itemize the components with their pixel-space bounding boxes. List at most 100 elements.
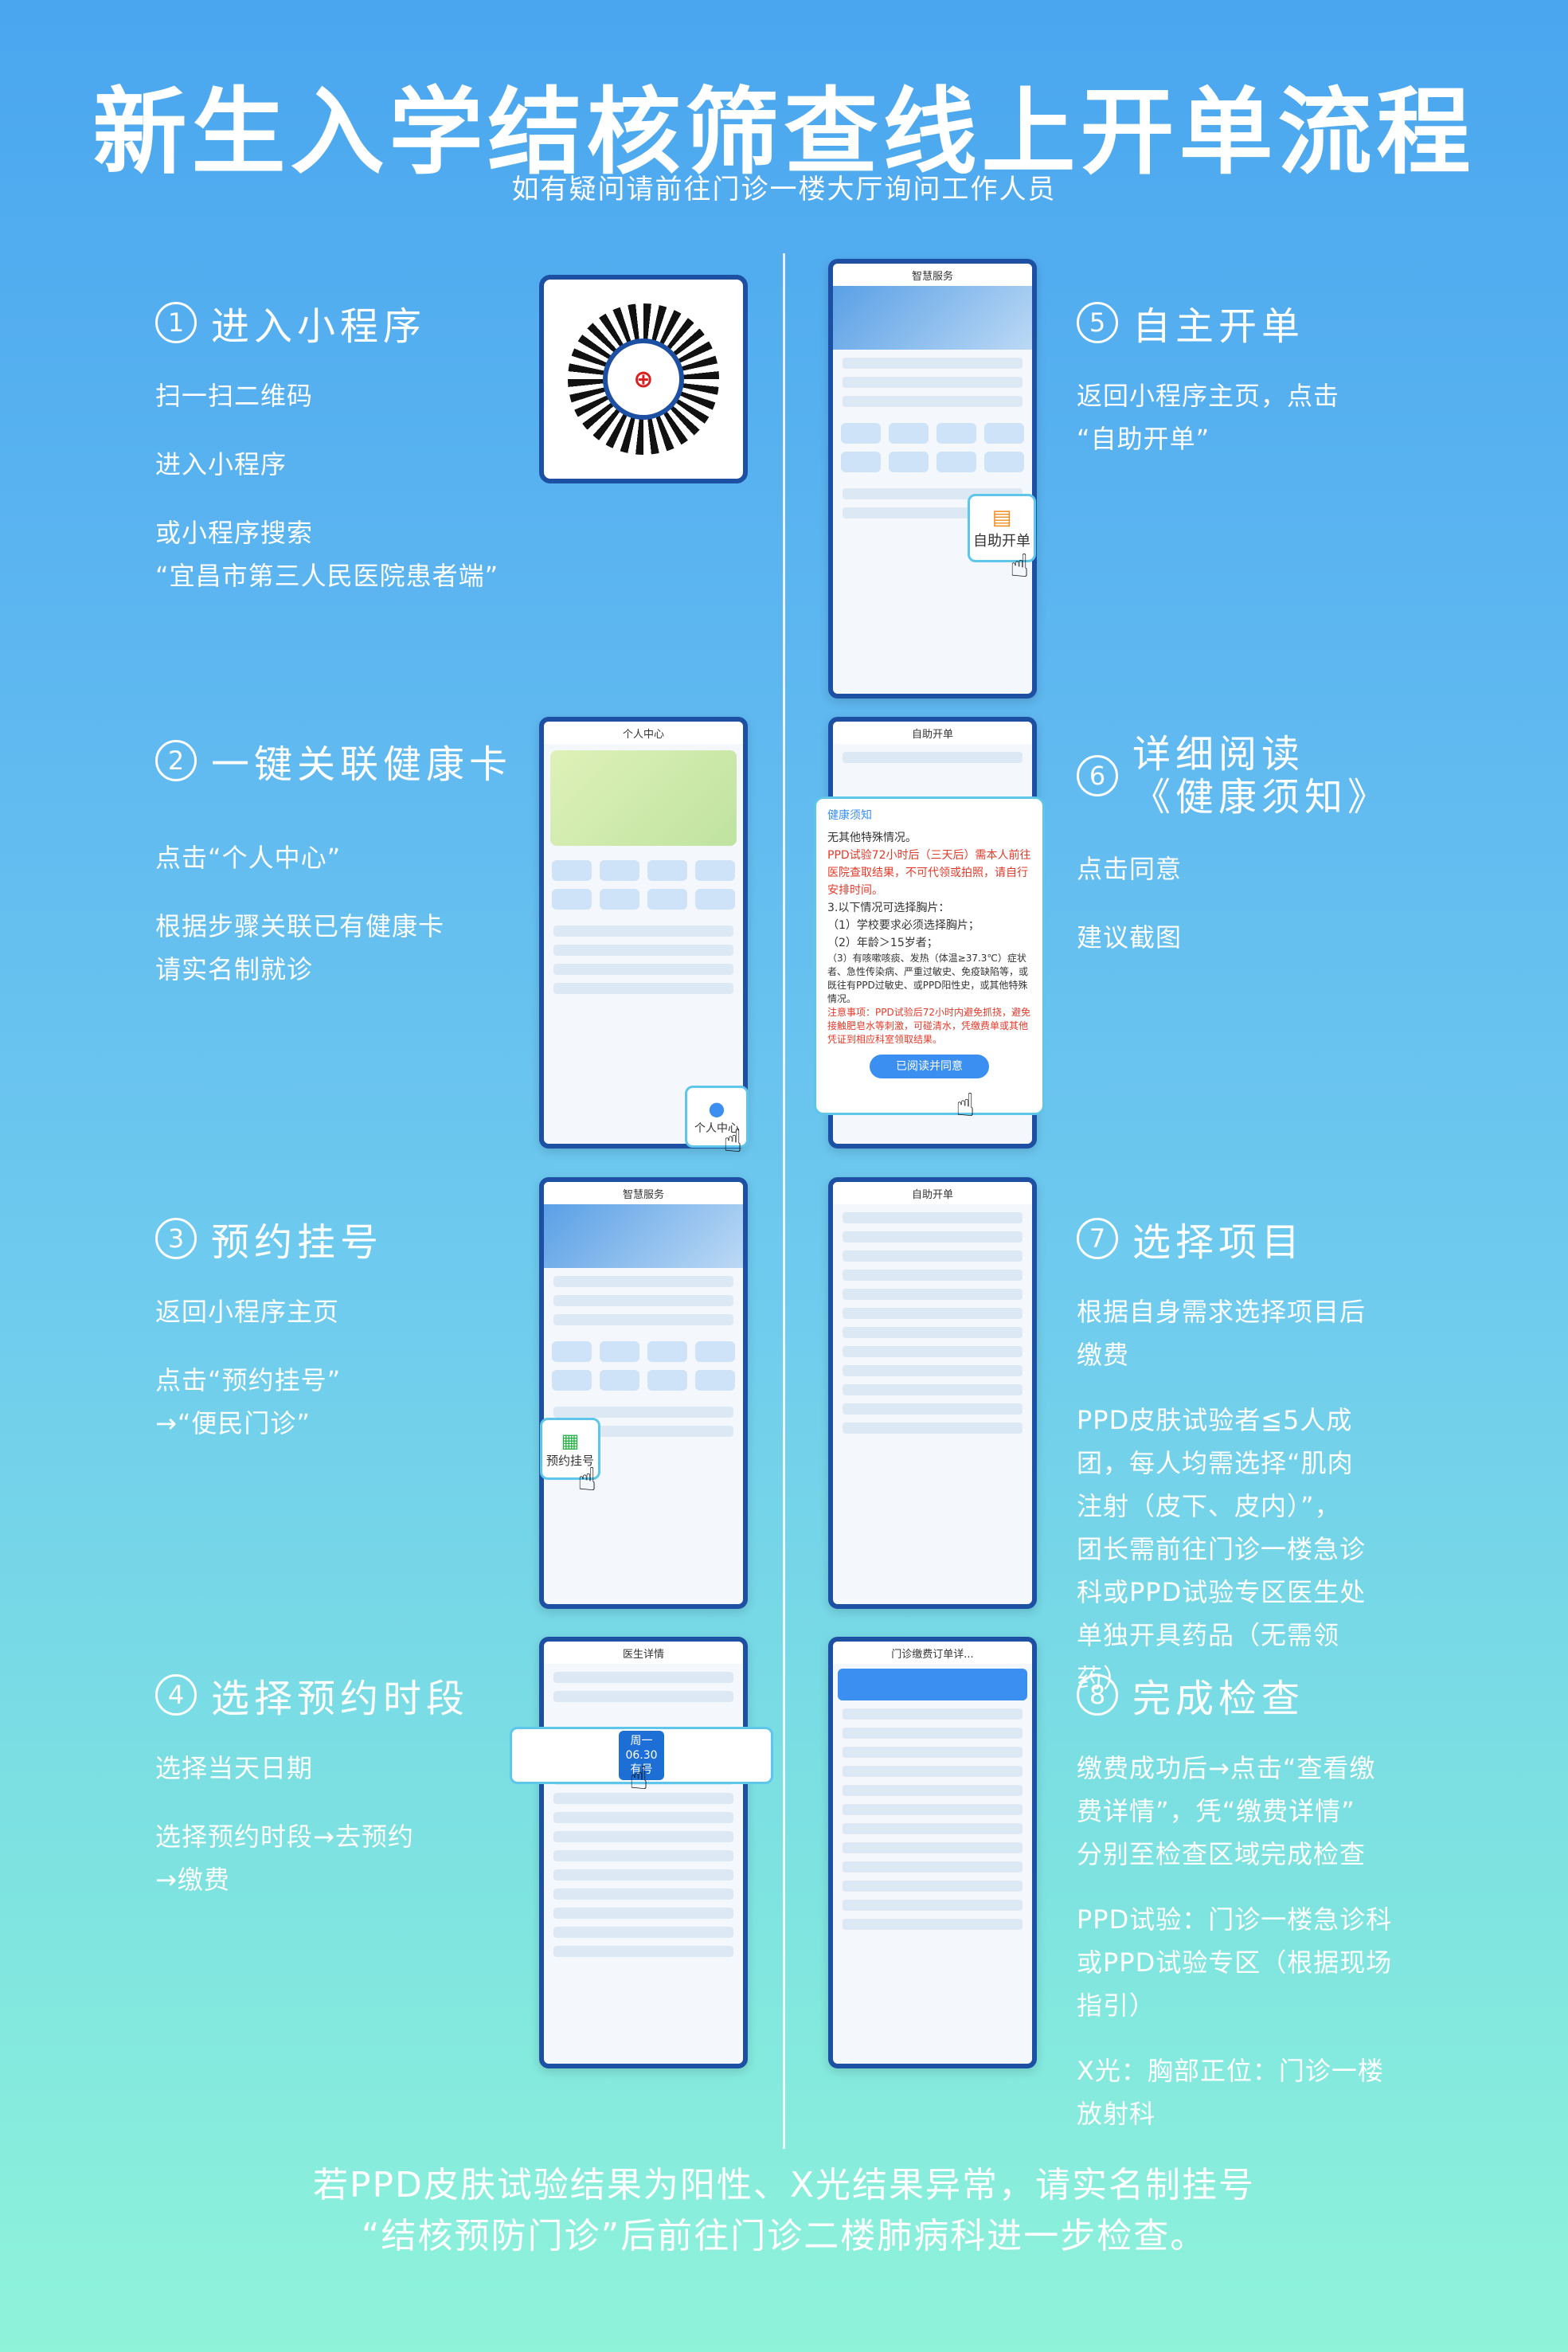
phone-screenshot-select-items: 自助开单: [828, 1177, 1037, 1609]
step-title: 完成检查: [1132, 1677, 1305, 1721]
step-text: “自助开单”: [1077, 424, 1210, 454]
step-text: 或小程序搜索: [155, 518, 314, 548]
notice-line: （3）有咳嗽咳痰、发热（体温≥37.3℃）症状者、急性传染病、严重过敏史、免疫缺…: [827, 953, 1029, 1004]
step-text: X光：胸部正位：门诊一楼: [1077, 2056, 1384, 2086]
step-number: 8: [1077, 1674, 1118, 1716]
user-icon: ●: [708, 1098, 725, 1120]
pointer-hand-icon: ☝: [629, 1760, 649, 1797]
step-text: 注射（皮下、皮内）”，: [1077, 1491, 1341, 1521]
step-text: 选择预约时段→去预约: [155, 1822, 414, 1852]
step-text: 分别至检查区域完成检查: [1077, 1839, 1367, 1869]
callout-label: 预约挂号: [545, 1453, 594, 1468]
center-divider: [783, 253, 785, 2149]
step-text: 扫一扫二维码: [155, 381, 314, 411]
callout-label: 个人中心: [694, 1122, 739, 1135]
step-text: 点击同意: [1077, 854, 1183, 884]
step-title: 自主开单: [1132, 304, 1305, 349]
step-text: 根据步骤关联已有健康卡: [155, 911, 445, 941]
personal-center-callout[interactable]: ● 个人中心: [685, 1086, 749, 1148]
step-7: 7 选择项目 根据自身需求选择项目后 缴费 PPD皮肤试验者≦5人成 团，每人均需…: [1077, 1211, 1366, 1696]
step-8: 8 完成检查 缴费成功后→点击“查看缴 费详情”，凭“缴费详情” 分别至检查区域完…: [1077, 1667, 1392, 2132]
hospital-logo-icon: ⊕: [603, 339, 684, 420]
pointer-hand-icon: ☝: [1010, 548, 1030, 585]
date-status: 有号: [630, 1763, 653, 1776]
hospital-banner: [833, 286, 1032, 350]
phone-screenshot-home: 智慧服务: [828, 259, 1037, 699]
step-text: 费详情”，凭“缴费详情”: [1077, 1796, 1355, 1826]
date-weekday: 周一: [630, 1735, 653, 1747]
notice-line: 无其他特殊情况。: [827, 832, 917, 844]
step-text: →“便民门诊”: [155, 1408, 311, 1438]
payment-success-banner: [838, 1669, 1027, 1700]
step-title: 详细阅读《健康须知》: [1132, 732, 1391, 820]
page-title: 新生入学结核筛查线上开单流程: [92, 77, 1476, 187]
notice-line: PPD试验72小时后（三天后）需本人前往医院查取结果，不可代领或拍照，请自行安排…: [827, 849, 1031, 897]
pointer-hand-icon: ☝: [956, 1087, 976, 1124]
step-text: 选择当天日期: [155, 1753, 314, 1783]
step-text: 返回小程序主页: [155, 1297, 340, 1327]
step-number: 3: [155, 1218, 197, 1259]
selected-date[interactable]: 周一 06.30 有号: [619, 1731, 664, 1780]
notice-line: 3.以下情况可选择胸片：: [827, 902, 950, 914]
step-text: 根据自身需求选择项目后: [1077, 1297, 1367, 1327]
step-text: 请实名制就诊: [155, 954, 314, 984]
step-text: 建议截图: [1077, 922, 1183, 953]
callout-label: 自助开单: [973, 533, 1030, 550]
step-text: 团，每人均需选择“肌肉: [1077, 1448, 1354, 1478]
step-text: 点击“预约挂号”: [155, 1365, 342, 1395]
step-3: 3 预约挂号 返回小程序主页 点击“预约挂号” →“便民门诊”: [155, 1211, 383, 1442]
step-text: 或PPD试验专区（根据现场: [1077, 1947, 1393, 1978]
step-text: “宜昌市第三人民医院患者端”: [155, 561, 499, 591]
step-text: 缴费成功后→点击“查看缴: [1077, 1753, 1376, 1783]
phone-title: 自助开单: [833, 1182, 1032, 1204]
step-text: 单独开具药品（无需领: [1077, 1620, 1340, 1650]
phone-title: 智慧服务: [544, 1182, 743, 1204]
footer-note: 若PPD皮肤试验结果为阳性、X光结果异常，请实名制挂号 “结核预防门诊”后前往门…: [0, 2160, 1568, 2262]
step-text: 进入小程序: [155, 449, 287, 479]
step-text: 科或PPD试验专区医生处: [1077, 1577, 1367, 1607]
step-title: 预约挂号: [211, 1220, 384, 1265]
dialog-header: 健康须知: [827, 809, 872, 822]
phone-title: 个人中心: [544, 722, 743, 744]
step-text: 返回小程序主页，点击: [1077, 381, 1340, 411]
phone-screenshot-payment-detail: 门诊缴费订单详...: [828, 1637, 1037, 2068]
page-subtitle: 如有疑问请前往门诊一楼大厅询问工作人员: [511, 174, 1057, 205]
phone-screenshot-personal-center: 个人中心: [539, 717, 748, 1149]
agree-button[interactable]: 已阅读并同意: [870, 1055, 989, 1078]
step-5: 5 自主开单 返回小程序主页，点击 “自助开单”: [1077, 295, 1339, 457]
step-text: 指引）: [1077, 1990, 1156, 2021]
footer-line: “结核预防门诊”后前往门诊二楼肺病科进一步检查。: [361, 2216, 1207, 2256]
step-title: 选择预约时段: [211, 1677, 470, 1721]
miniprogram-qr-code[interactable]: ⊕: [539, 275, 748, 483]
step-number: 2: [155, 740, 197, 781]
step-text: 缴费: [1077, 1340, 1130, 1370]
step-number: 4: [155, 1674, 197, 1716]
phone-title: 门诊缴费订单详...: [833, 1642, 1032, 1664]
notice-line: 注意事项：PPD试验后72小时内避免抓挠，避免接触肥皂水等刺激，可碰清水，凭缴费…: [827, 1007, 1030, 1045]
step-number: 6: [1077, 755, 1118, 796]
step-text: PPD皮肤试验者≦5人成: [1077, 1405, 1353, 1435]
notice-line: （2）年龄＞15岁者；: [827, 937, 938, 949]
step-number: 5: [1077, 302, 1118, 343]
notice-line: （1）学校要求必须选择胸片；: [827, 919, 980, 932]
health-notice-dialog: 健康须知 无其他特殊情况。 PPD试验72小时后（三天后）需本人前往医院查取结果…: [814, 796, 1045, 1115]
self-order-callout[interactable]: ▤ 自助开单: [968, 494, 1036, 562]
step-number: 7: [1077, 1218, 1118, 1259]
hospital-banner: [544, 1204, 743, 1268]
phone-title: 智慧服务: [833, 264, 1032, 286]
appointment-callout[interactable]: ▦ 预约挂号: [540, 1418, 600, 1480]
phone-title: 自助开单: [833, 722, 1032, 744]
step-text: 团长需前往门诊一楼急诊: [1077, 1534, 1367, 1564]
calendar-icon: ▦: [561, 1429, 580, 1452]
health-card: [550, 750, 737, 846]
step-title: 选择项目: [1132, 1220, 1305, 1265]
step-number: 1: [155, 302, 197, 343]
phone-screenshot-time-slots: 医生详情: [539, 1637, 748, 2068]
date-selector-callout[interactable]: 周一 06.30 有号: [510, 1727, 773, 1784]
pointer-hand-icon: ☝: [723, 1123, 743, 1160]
step-title: 一键关联健康卡: [211, 742, 513, 787]
